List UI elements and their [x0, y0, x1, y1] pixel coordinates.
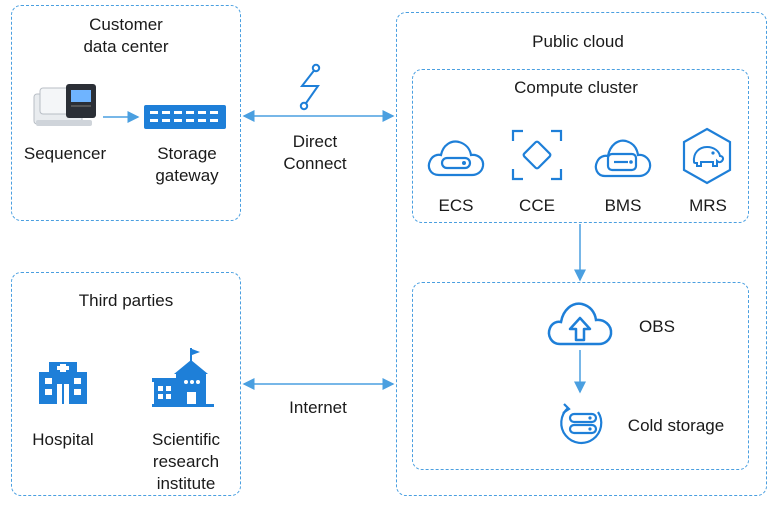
sequencer-label: Sequencer — [23, 144, 107, 163]
customer-data-center-box — [11, 5, 241, 221]
direct-connect-label-line2: Connect — [283, 154, 347, 173]
storage-gateway-icon — [144, 105, 226, 129]
ecs-icon — [427, 140, 485, 177]
bms-icon — [594, 139, 652, 178]
third-parties-box — [11, 272, 241, 496]
compute-cluster-box — [412, 69, 749, 223]
internet-label: Internet — [289, 398, 347, 417]
storage-gateway-label-line1: Storage — [157, 144, 217, 163]
direct-connect-icon — [299, 63, 321, 111]
institute-label-line1: Scientific — [151, 430, 221, 449]
customer-title-line1: Customer — [89, 15, 163, 34]
sequencer-icon — [33, 84, 96, 126]
mrs-icon — [682, 127, 732, 185]
public-cloud-title: Public cloud — [532, 32, 624, 51]
compute-cluster-title: Compute cluster — [514, 78, 638, 97]
mrs-label: MRS — [689, 196, 727, 215]
bms-label: BMS — [604, 196, 642, 215]
institute-label-line3: institute — [156, 474, 216, 493]
hospital-label: Hospital — [32, 430, 94, 449]
cce-icon — [511, 129, 563, 181]
direct-connect-label-line1: Direct — [292, 132, 338, 151]
third-parties-title: Third parties — [78, 291, 174, 310]
institute-label-line2: research — [152, 452, 220, 471]
public-cloud-box — [396, 12, 767, 496]
cold-storage-label: Cold storage — [627, 416, 725, 435]
cce-label: CCE — [519, 196, 555, 215]
ecs-label: ECS — [438, 196, 474, 215]
cold-storage-icon — [560, 403, 603, 445]
hospital-icon — [39, 362, 87, 404]
storage-gateway-label-line2: gateway — [155, 166, 219, 185]
customer-title-line2: data center — [83, 37, 169, 56]
storage-box — [412, 282, 749, 470]
institute-icon — [152, 348, 214, 407]
obs-icon — [547, 302, 613, 346]
obs-label: OBS — [639, 317, 675, 336]
